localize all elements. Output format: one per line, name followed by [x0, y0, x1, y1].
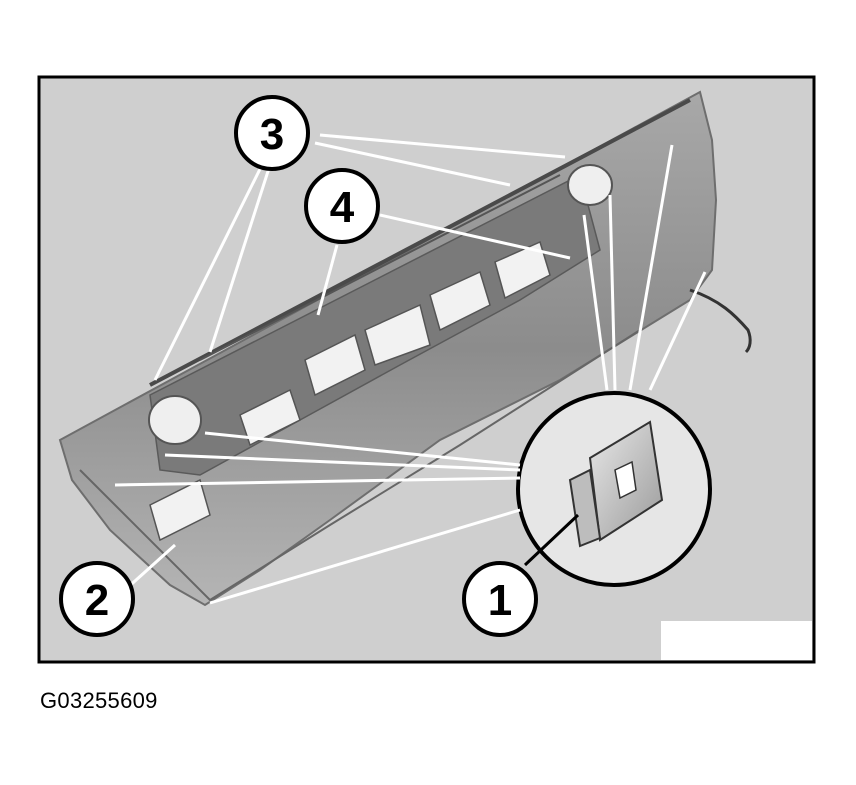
callout-3-label: 3 — [260, 110, 284, 159]
callout-1-label: 1 — [488, 576, 512, 625]
leader-lines — [114, 133, 707, 605]
figure-id-label: G03255609 — [40, 688, 158, 713]
callout-2: 2 — [59, 561, 135, 637]
callout-1-leader — [523, 513, 580, 567]
bumper-illustration — [58, 90, 752, 607]
detail-magnifier — [516, 391, 712, 587]
callout-1: 1 — [462, 561, 538, 637]
clip-nut — [568, 420, 664, 548]
callout-2-label: 2 — [85, 576, 109, 625]
callout-4: 4 — [304, 168, 380, 244]
callout-3: 3 — [234, 95, 310, 171]
callout-4-label: 4 — [330, 183, 355, 232]
blank-patch — [661, 621, 812, 660]
